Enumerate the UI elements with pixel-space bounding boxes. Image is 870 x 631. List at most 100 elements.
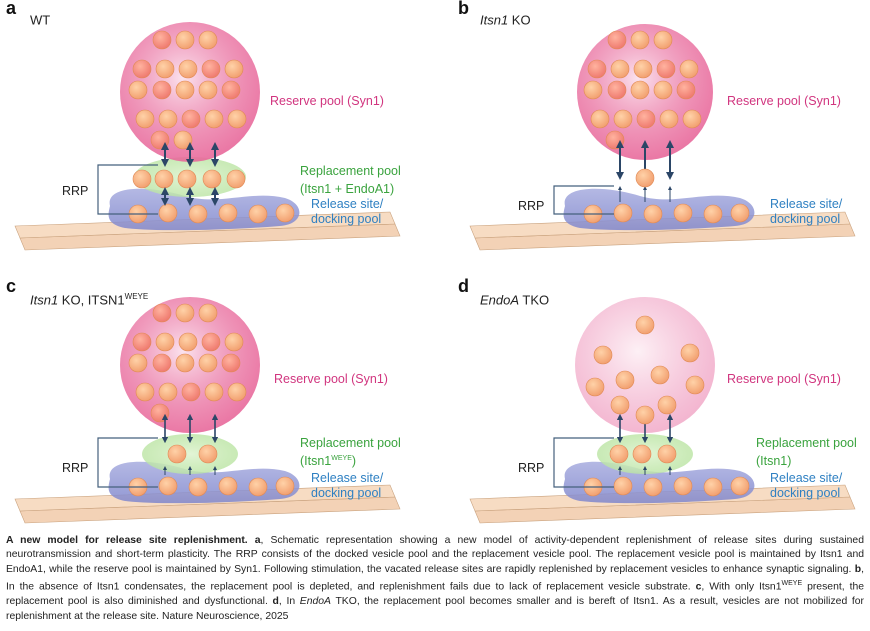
reserve-vesicle <box>152 353 172 373</box>
release-line2: docking pool <box>770 486 841 500</box>
reserve-vesicle <box>636 109 656 129</box>
reserve-vesicle <box>583 80 603 100</box>
replacement-vesicle <box>198 444 218 464</box>
docked-vesicle <box>275 203 295 223</box>
reserve-vesicle <box>155 59 175 79</box>
reserve-vesicle <box>607 80 627 100</box>
rrp-label: RRP <box>62 461 88 476</box>
reserve-vesicle <box>201 59 221 79</box>
reserve-vesicle <box>610 59 630 79</box>
rrp-label-text: RRP <box>62 184 89 198</box>
rrp-label: RRP <box>62 184 88 199</box>
panel-title: Itsn1 KO <box>480 12 531 27</box>
title-italic: Itsn1 <box>480 12 509 28</box>
docked-vesicle <box>643 477 663 497</box>
reserve-vesicle <box>593 345 613 365</box>
caption-c-sup: WEYE <box>781 580 803 588</box>
docked-vesicle <box>218 476 238 496</box>
transit-vesicle <box>635 168 655 188</box>
reserve-vesicle <box>132 332 152 352</box>
reserve-vesicle <box>221 80 241 100</box>
caption-d-text: TKO, the replacement pool becomes smalle… <box>6 596 865 622</box>
reserve-vesicle <box>175 30 195 50</box>
reserve-pool-label-text: Reserve pool (Syn1) <box>270 94 384 108</box>
release-line2: docking pool <box>770 212 841 226</box>
rrp-bracket <box>553 437 614 488</box>
panel-drawing-a <box>14 22 401 251</box>
rrp-label: RRP <box>518 199 544 214</box>
reserve-vesicle <box>178 332 198 352</box>
reserve-vesicle <box>221 353 241 373</box>
reserve-vesicle <box>155 332 175 352</box>
reserve-vesicle <box>135 382 155 402</box>
reserve-vesicle <box>224 332 244 352</box>
release-line2: docking pool <box>311 212 382 226</box>
panel-letter-text: b <box>458 0 469 18</box>
reserve-vesicle <box>685 375 705 395</box>
reserve-vesicle <box>607 30 627 50</box>
reserve-vesicle <box>132 59 152 79</box>
rrp-label-text: RRP <box>518 461 545 475</box>
docked-vesicle <box>643 204 663 224</box>
reserve-pool-blob <box>575 297 715 433</box>
reserve-vesicle <box>152 30 172 50</box>
panel-drawing-c <box>14 297 401 524</box>
panel-letter: c <box>6 276 16 297</box>
reserve-vesicle <box>676 80 696 100</box>
panel-letter: d <box>458 276 469 297</box>
reserve-vesicle <box>198 353 218 373</box>
replacement-line1: Replacement pool <box>300 436 401 450</box>
caption-d-italic: EndoA <box>299 596 331 608</box>
reserve-pool-label: Reserve pool (Syn1) <box>274 372 388 387</box>
reserve-vesicle <box>590 109 610 129</box>
rrp-label: RRP <box>518 461 544 476</box>
reserve-vesicle <box>204 109 224 129</box>
reserve-vesicle <box>128 353 148 373</box>
panel-letter: b <box>458 0 469 19</box>
reserve-vesicle <box>178 59 198 79</box>
replacement-pool-blob <box>142 434 238 474</box>
panel-letter: a <box>6 0 16 19</box>
caption-b-label: b <box>854 563 862 575</box>
release-site-label: Release site/docking pool <box>770 197 842 227</box>
reserve-vesicle <box>679 59 699 79</box>
replacement-line2: (Itsn1) <box>756 454 792 469</box>
caption-c-text2: present, the replacement pool is also di… <box>6 581 865 608</box>
reserve-vesicle <box>653 30 673 50</box>
title-text: KO, ITSN1 <box>58 292 125 308</box>
reserve-pool-label-text: Reserve pool (Syn1) <box>727 372 841 386</box>
release-line1: Release site/ <box>770 197 843 211</box>
panel-title: Itsn1 KO, ITSN1WEYE <box>30 292 148 307</box>
reserve-pool-label: Reserve pool (Syn1) <box>727 94 841 109</box>
reserve-vesicle <box>204 382 224 402</box>
docked-vesicle <box>613 476 633 496</box>
caption-d-label: d <box>272 596 279 608</box>
docked-vesicle <box>158 476 178 496</box>
rrp-bracket <box>97 437 158 488</box>
docked-vesicle <box>730 203 750 223</box>
release-line2: docking pool <box>311 486 382 500</box>
rrp-label-text: RRP <box>518 199 545 213</box>
rrp-bracket <box>553 185 614 215</box>
release-site-label: Release site/docking pool <box>770 471 842 501</box>
replacement-pool-label: Replacement pool(Itsn1 + EndoA1) <box>300 164 401 197</box>
reserve-vesicle <box>587 59 607 79</box>
reserve-vesicle <box>158 382 178 402</box>
rrp-label-text: RRP <box>62 461 89 475</box>
transit-vesicle <box>635 405 655 425</box>
title-text: TKO <box>519 292 550 308</box>
release-line1: Release site/ <box>311 197 384 211</box>
docked-vesicle <box>188 477 208 497</box>
replacement-line2: (Itsn1 + EndoA1) <box>300 182 395 197</box>
reserve-vesicle <box>128 80 148 100</box>
panel-drawing-b <box>469 24 856 251</box>
release-line1: Release site/ <box>770 471 843 485</box>
rrp-bracket <box>97 164 158 215</box>
replacement-vesicle <box>632 444 652 464</box>
figure-caption: A new model for release site replenishme… <box>6 534 864 624</box>
docked-vesicle <box>218 203 238 223</box>
reserve-vesicle <box>135 109 155 129</box>
release-site-label: Release site/docking pool <box>311 471 383 501</box>
reserve-vesicle <box>630 80 650 100</box>
panel-drawing-d <box>469 297 856 524</box>
